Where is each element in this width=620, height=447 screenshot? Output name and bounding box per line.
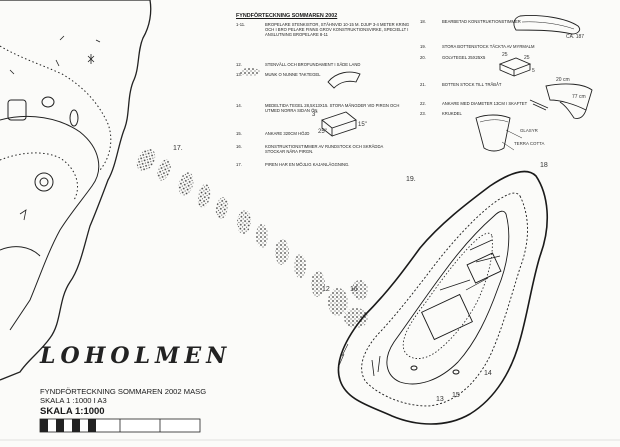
golv-dim-a: 25 — [502, 52, 508, 58]
legend-item-number: 19. — [420, 44, 426, 49]
legend-item-text: STENVÄLL OCH BROFUNDAMENT I SÄDE LAND — [265, 62, 361, 67]
legend-item-number: 17. — [236, 162, 242, 167]
bottenstock-sketch — [545, 83, 593, 119]
legend-item-number: 23. — [420, 111, 426, 116]
legend-item: 1-11. BROPELARE STENKISTOR, STÄHNVID 10-… — [236, 22, 416, 44]
golv-dim-b: 25 — [524, 55, 530, 61]
map-label-13: 13 — [436, 396, 444, 403]
legend-item-text: PIREN HAR EN MÖJLIG KAJANLÄGGNING. — [265, 162, 350, 167]
kruk-glaze-label: GLASYR — [520, 128, 538, 133]
map-label-12: 12 — [322, 286, 330, 293]
legend-item-number: 22. — [420, 101, 426, 106]
mainland-shore — [0, 0, 152, 381]
stock-dim: 20 cm — [556, 77, 570, 83]
legend-item-text: BOTTEN STOCK TILL TRÅBÅT — [442, 82, 502, 87]
timber-length: CA. 187 — [566, 34, 585, 40]
kruk-terracotta-label: TERRA COTTA — [514, 141, 545, 146]
timber-sketch — [513, 15, 581, 35]
legend-item-text: ANKARE 320CM HÖJD — [265, 131, 310, 136]
krukdel-sketch — [475, 114, 523, 152]
legend-item-number: 18. — [420, 19, 426, 24]
legend-item-text: MEDELTIDA TEGEL 28,5X13X15. STORA MÄNGDE… — [265, 103, 400, 114]
legend-item: 12. STENVÄLL OCH BROFUNDAMENT I SÄDE LAN… — [236, 62, 416, 70]
legend-item: 19. STORA BOTTENSTOCK TÄCKTA AV MYRMALM — [420, 44, 560, 52]
legend-heading: FYNDFÖRTECKNING SOMMAREN 2002 — [236, 13, 338, 19]
legend-item-text: GOLVTEGEL 25X25X5 — [442, 55, 486, 60]
legend-item-text: BEARBETAD KONSTRUKTIONSTIMMER — [442, 19, 521, 24]
tegel-sketch — [321, 111, 357, 137]
legend-item: 17. PIREN HAR EN MÖJLIG KAJANLÄGGNING. — [236, 162, 416, 170]
bridge-pillar-rubble — [136, 68, 368, 328]
tegel-dim-c: 15" — [358, 122, 367, 128]
legend-item: 20. GOLVTEGEL 25X25X5 — [420, 55, 530, 63]
legend-item-number: 13. — [236, 72, 242, 77]
legend-item: 21. BOTTEN STOCK TILL TRÅBÅT — [420, 82, 530, 90]
legend-item: 14. MEDELTIDA TEGEL 28,5X13X15. STORA MÄ… — [236, 103, 416, 117]
legend-item-number: 1-11. — [236, 22, 246, 27]
tegel-dim-a: 3" — [312, 112, 318, 118]
legend-item: 13. MUNK O NUNNE TAKTEGEL — [236, 72, 416, 80]
legend-item-number: 15. — [236, 131, 242, 136]
scale-bar — [39, 418, 201, 433]
legend-item-number: 16. — [236, 144, 242, 149]
legend-item: 23. KRUKDEL — [420, 111, 530, 119]
golv-dim-c: 5 — [532, 68, 535, 74]
legend-item-number: 14. — [236, 103, 242, 108]
tegel-dim-b: 25" — [318, 129, 327, 135]
legend-item-text: STORA BOTTENSTOCK TÄCKTA AV MYRMALM — [442, 44, 535, 49]
legend-item: 16. KONSTRUKTIONSTIMMER AV RUNDSTOCK OCH… — [236, 144, 416, 158]
ankare-sketch — [529, 99, 549, 111]
map-title: LOHOLMEN — [40, 343, 232, 369]
legend-item-number: 12. — [236, 62, 242, 67]
legend-item: 22. ANKARE MED DIAMETER 13CM I SKAFTET — [420, 101, 560, 109]
map-label-19: 19. — [406, 176, 416, 183]
legend-item-number: 20. — [420, 55, 426, 60]
map-label-17: 17. — [173, 145, 183, 152]
legend-item-text: KRUKDEL — [442, 111, 462, 116]
island-loholmen — [337, 170, 549, 425]
stock-length: 77 cm — [572, 94, 586, 100]
map-label-16: 16 — [350, 286, 358, 293]
map-label-15: 15 — [452, 392, 460, 399]
legend-item-text: MUNK O NUNNE TAKTEGEL — [265, 72, 321, 77]
subtitle-line-1: FYNDFÖRTECKNING SOMMAREN 2002 MASG — [40, 387, 207, 396]
legend-item-text: KONSTRUKTIONSTIMMER AV RUNDSTOCK OCH SKR… — [265, 144, 384, 155]
golvtegel-sketch — [498, 57, 532, 77]
legend-item: 18. BEARBETAD KONSTRUKTIONSTIMMER — [420, 19, 530, 27]
legend-item-number: 21. — [420, 82, 426, 87]
map-label-18: 18 — [540, 162, 548, 169]
legend-item-text: ANKARE MED DIAMETER 13CM I SKAFTET — [442, 101, 528, 106]
map-label-14: 14 — [484, 370, 492, 377]
legend-item-text: BROPELARE STENKISTOR, STÄHNVID 10-15 M. … — [265, 22, 410, 38]
taktegel-sketch — [327, 71, 361, 89]
subtitle-line-2: SKALA 1 :1000 I A3 — [40, 396, 107, 405]
north-mark — [87, 54, 95, 64]
legend-item: 15. ANKARE 320CM HÖJD — [236, 131, 416, 139]
scale-caption: SKALA 1:1000 — [40, 406, 105, 417]
